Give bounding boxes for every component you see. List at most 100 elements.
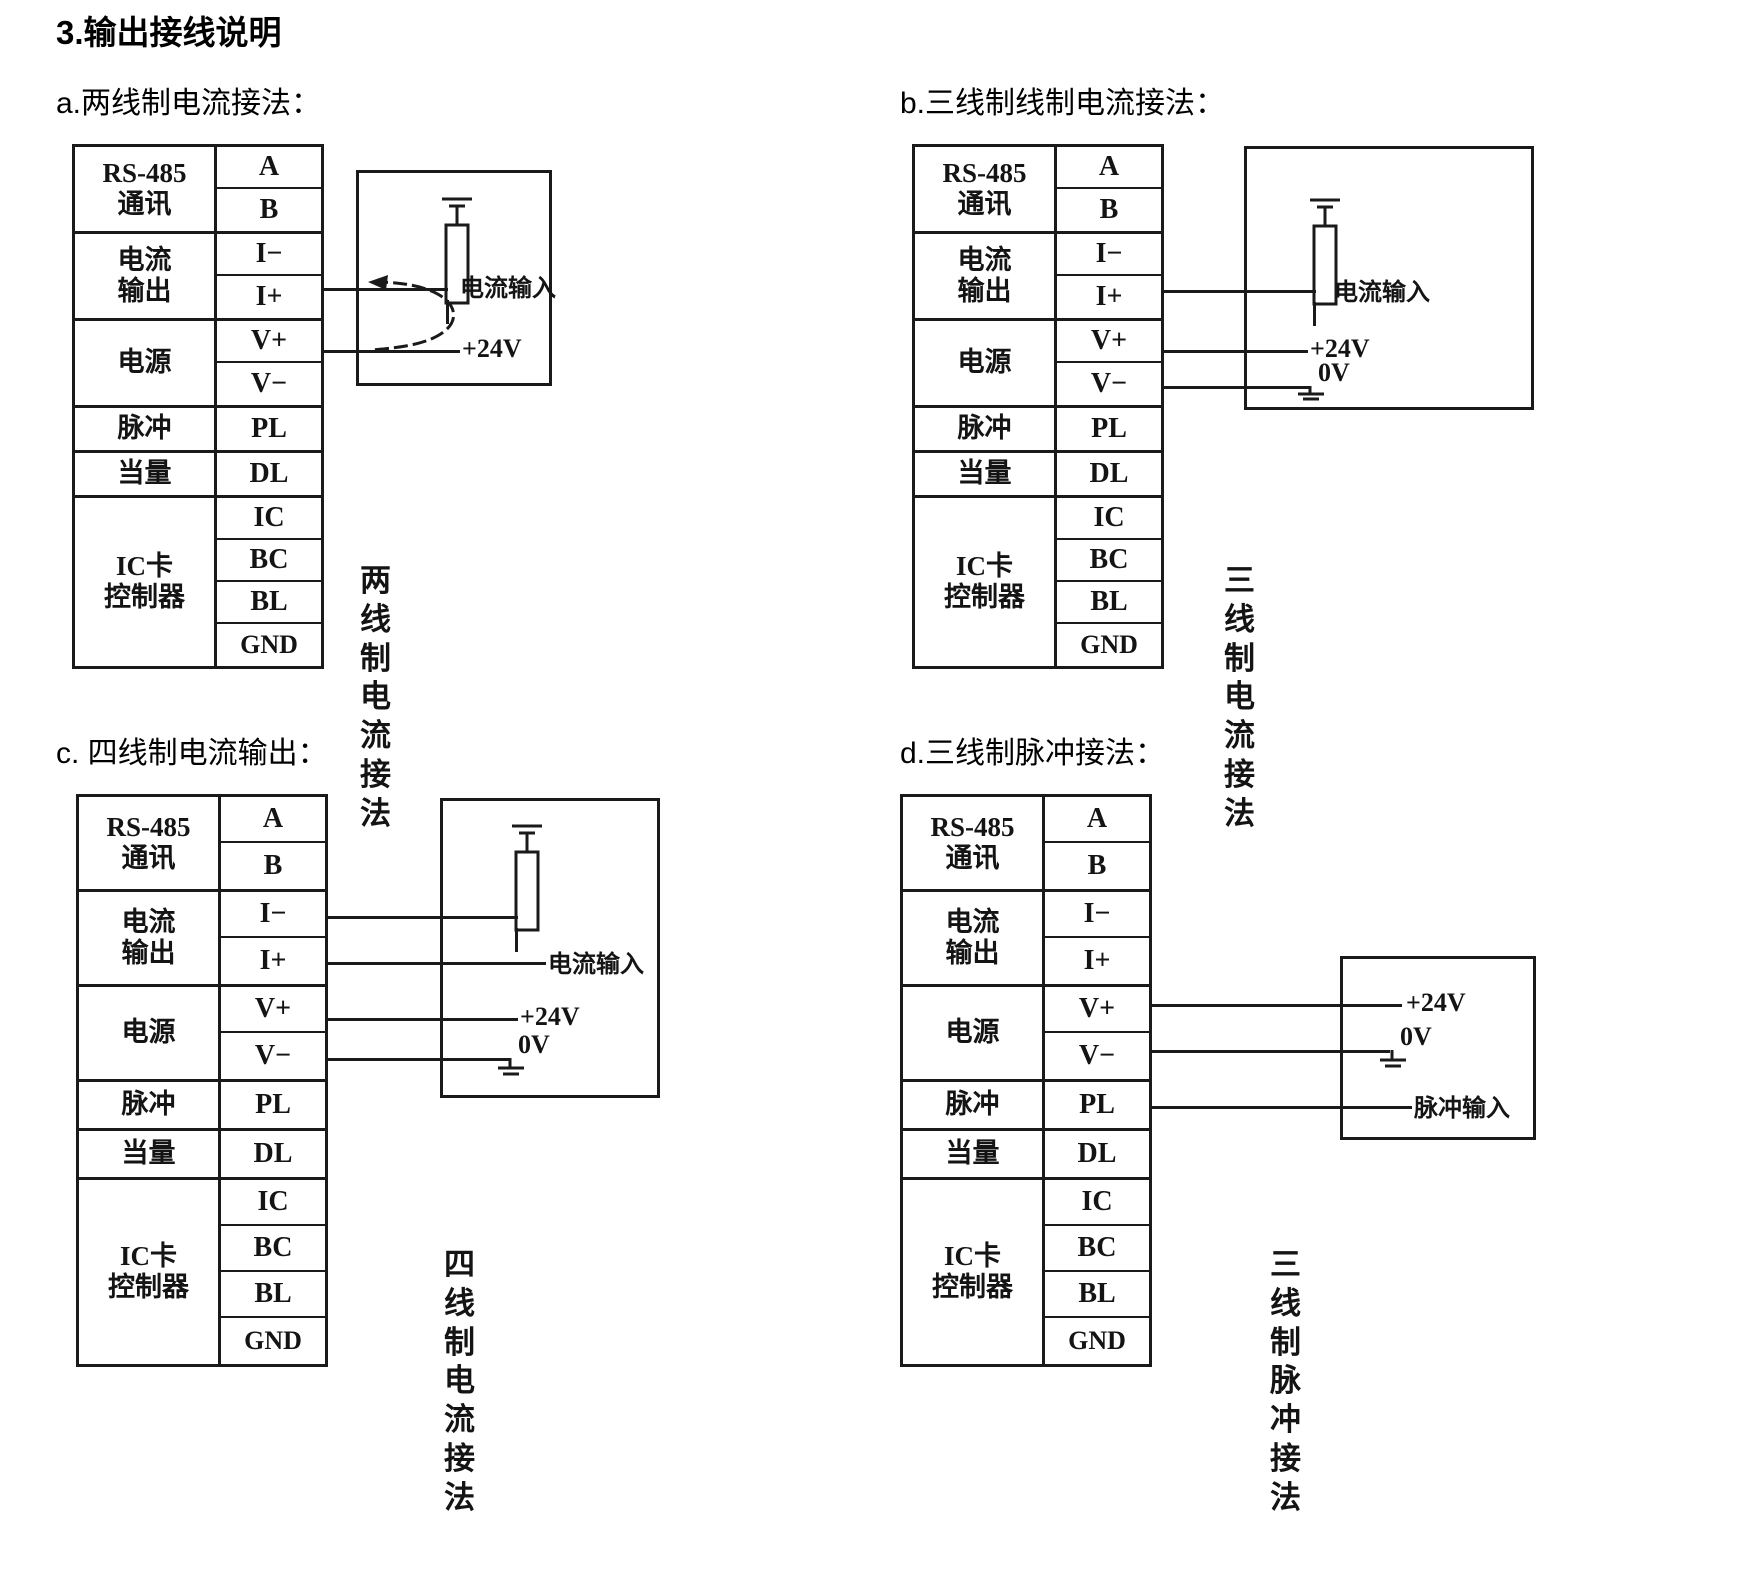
terminal-V-plus: V+ [221, 987, 325, 1033]
wire-pulse-d [1152, 1106, 1412, 1109]
group-name: 当量 [915, 453, 1057, 495]
wire-v-minus-c [328, 1058, 510, 1061]
label-24v-c: +24V [520, 1002, 580, 1031]
terminal-I-minus: I− [221, 892, 325, 938]
terminal-IC: IC [1057, 498, 1161, 540]
group-name: RS-485 通讯 [75, 147, 217, 231]
terminal-V-minus: V− [1090, 368, 1128, 399]
terminal-DL: DL [1077, 1138, 1117, 1169]
circuit-box-a [356, 170, 552, 386]
terminal-V-plus: V+ [1045, 987, 1149, 1033]
section-label-a: a.两线制电流接法： [56, 87, 322, 120]
label-0v-d: 0V [1400, 1022, 1432, 1051]
table-group-equivalent: 当量 DL [79, 1131, 325, 1180]
terminal-BC: BC [1057, 540, 1161, 582]
label-pulse-input-d: 脉冲输入 [1414, 1096, 1510, 1122]
terminal-V-minus: V− [250, 368, 288, 399]
terminal-GND: GND [244, 1326, 302, 1355]
table-group-rs485: RS-485 通讯 A B [915, 147, 1161, 234]
terminal-GND: GND [1068, 1326, 1126, 1355]
terminal-table-a: RS-485 通讯 A B 电流 输出 I− I+ 电源 V+ V− [72, 144, 324, 669]
current-loop-arrow-a [368, 275, 456, 352]
group-name: 电源 [903, 987, 1045, 1079]
label-24v-d: +24V [1406, 988, 1466, 1017]
terminal-I-minus: I− [217, 234, 321, 276]
wire-v-minus-d [1152, 1050, 1390, 1053]
terminal-A: A [217, 147, 321, 189]
wire-v-plus-a [324, 350, 460, 353]
terminal-GND: GND [1080, 630, 1138, 659]
terminal-A: A [1045, 797, 1149, 843]
resistor-ground-symbol-b [1310, 198, 1340, 306]
group-name: 电流 输出 [79, 892, 221, 984]
terminal-BL: BL [1045, 1272, 1149, 1318]
terminal-IC: IC [221, 1180, 325, 1226]
terminal-GND: GND [240, 630, 298, 659]
table-group-current-output: 电流 输出 I− I+ [915, 234, 1161, 321]
wire-v-minus-b [1164, 386, 1310, 389]
terminal-B: B [259, 194, 279, 225]
table-group-rs485: RS-485 通讯 A B [75, 147, 321, 234]
circuit-box-c [440, 798, 660, 1098]
group-name: 当量 [79, 1131, 221, 1177]
wire-v-plus-c [328, 1018, 518, 1021]
label-24v-b: +24V [1310, 334, 1370, 363]
terminal-I-minus: I− [1045, 892, 1149, 938]
table-group-power: 电源 V+ V− [903, 987, 1149, 1082]
wire-i-plus-c [328, 962, 546, 965]
table-group-current-output: 电流 输出 I− I+ [903, 892, 1149, 987]
terminal-B: B [1087, 850, 1107, 881]
ground-symbol-0v-d [1380, 1050, 1406, 1068]
wire-i-minus-c [328, 916, 518, 919]
group-name: 电流 输出 [75, 234, 217, 318]
wire-v-plus-d [1152, 1004, 1402, 1007]
ground-symbol-0v-b [1298, 386, 1324, 401]
table-group-ic-card: IC卡 控制器 IC BC BL GND [75, 498, 321, 666]
label-current-input-b: 电流输入 [1334, 280, 1430, 306]
terminal-B: B [263, 850, 283, 881]
terminal-V-minus: V− [254, 1040, 292, 1071]
terminal-V-plus: V+ [1057, 321, 1161, 363]
group-name: IC卡 控制器 [75, 498, 217, 666]
wire-iplus-b [1164, 290, 1316, 293]
wire-to-current-input-a [356, 288, 448, 291]
terminal-BC: BC [217, 540, 321, 582]
group-name: 脉冲 [903, 1082, 1045, 1128]
terminal-DL: DL [249, 458, 289, 489]
wire-v-plus-b [1164, 350, 1308, 353]
page-title: 3.输出接线说明 [56, 14, 282, 51]
terminal-I-minus: I− [1057, 234, 1161, 276]
terminal-V-plus: V+ [217, 321, 321, 363]
group-name: 电源 [915, 321, 1057, 405]
label-24v-a: +24V [462, 334, 522, 363]
terminal-DL: DL [253, 1138, 293, 1169]
table-group-pulse: 脉冲 PL [79, 1082, 325, 1131]
terminal-PL: PL [1091, 413, 1127, 444]
figure-caption-d: 三线制脉 冲接法 [1270, 1247, 1301, 1515]
group-name: 当量 [903, 1131, 1045, 1177]
wire-iplus-to-box-a [324, 288, 360, 291]
table-group-ic-card: IC卡 控制器 IC BC BL GND [915, 498, 1161, 666]
table-group-equivalent: 当量 DL [915, 453, 1161, 498]
table-group-power: 电源 V+ V− [915, 321, 1161, 408]
table-group-equivalent: 当量 DL [903, 1131, 1149, 1180]
table-group-rs485: RS-485 通讯 A B [903, 797, 1149, 892]
terminal-table-c: RS-485 通讯 A B 电流 输出 I− I+ 电源 V+ V− [76, 794, 328, 1367]
label-0v-b: 0V [1318, 358, 1350, 387]
label-0v-c: 0V [518, 1030, 550, 1059]
group-name: RS-485 通讯 [915, 147, 1057, 231]
wire-resistor-down-c [515, 928, 518, 952]
terminal-BL: BL [217, 582, 321, 624]
table-group-power: 电源 V+ V− [75, 321, 321, 408]
ground-symbol-0v-c [498, 1058, 524, 1076]
section-label-c: c. 四线制电流输出： [56, 737, 328, 770]
group-name: 电流 输出 [915, 234, 1057, 318]
terminal-BL: BL [221, 1272, 325, 1318]
terminal-V-minus: V− [1078, 1040, 1116, 1071]
label-current-input-a: 电流输入 [460, 276, 556, 302]
terminal-B: B [1099, 194, 1119, 225]
figure-caption-a: 两线制电 流接法 [360, 563, 391, 831]
terminal-table-d: RS-485 通讯 A B 电流 输出 I− I+ 电源 V+ V− [900, 794, 1152, 1367]
terminal-IC: IC [217, 498, 321, 540]
